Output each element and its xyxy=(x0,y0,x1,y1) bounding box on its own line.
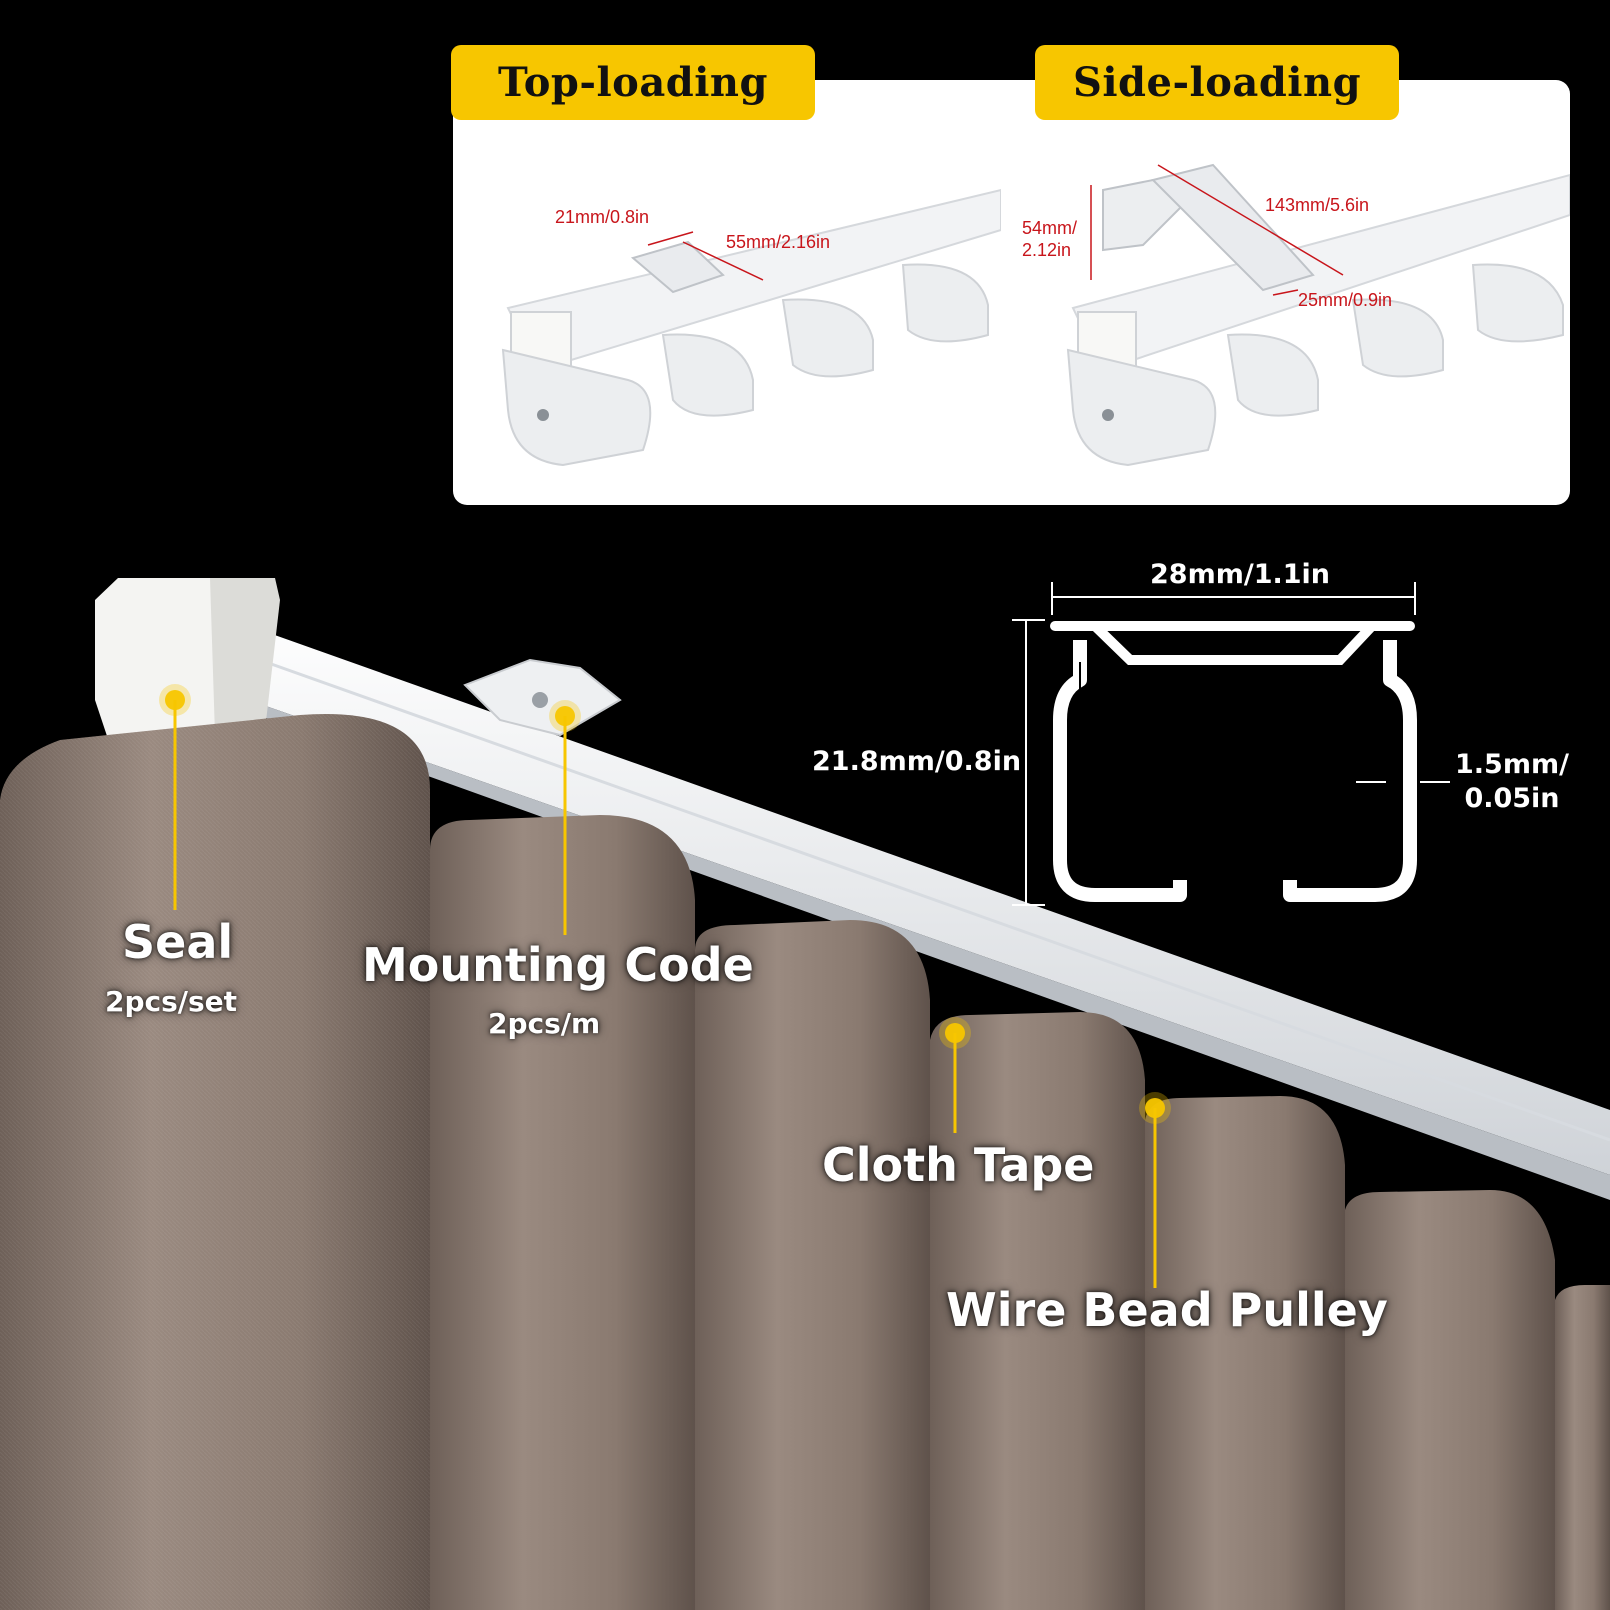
profile-height-dim: 21.8mm/0.8in xyxy=(812,746,1022,777)
mounting-code-title: Mounting Code xyxy=(362,938,754,992)
rail-cross-section xyxy=(1050,621,1417,902)
profile-thickness-dim: 1.5mm/ 0.05in xyxy=(1455,748,1569,816)
side-length-dim: 143mm/5.6in xyxy=(1265,195,1370,215)
mounting-code-sub: 2pcs/m xyxy=(488,1007,601,1040)
loading-illustrations xyxy=(501,80,1570,505)
top-bracket-length-dim: 55mm/2.16in xyxy=(726,232,831,252)
seal-title: Seal xyxy=(122,915,234,969)
side-height-dim: 54mm/ 2.12in xyxy=(1022,218,1077,261)
top-bracket-width-dim: 21mm/0.8in xyxy=(555,207,650,227)
callout-leaders xyxy=(159,684,1171,1288)
profile-width-dim: 28mm/1.1in xyxy=(1150,559,1331,590)
profile-dimension-lines xyxy=(1012,582,1450,906)
top-loading-label: Top-loading xyxy=(498,59,768,106)
side-height-line2: 2.12in xyxy=(1022,239,1072,260)
profile-thickness-line1: 1.5mm/ xyxy=(1455,749,1569,780)
seal-sub: 2pcs/set xyxy=(105,985,238,1018)
side-loading-label: Side-loading xyxy=(1072,59,1362,106)
top-loading-rail xyxy=(501,188,1002,467)
mounting-code-bracket xyxy=(463,658,622,737)
side-height-line1: 54mm/ xyxy=(1022,218,1078,238)
tab-top-loading: Top-loading xyxy=(451,45,815,120)
side-width-dim: 25mm/0.9in xyxy=(1298,290,1393,310)
loading-types-panel xyxy=(453,80,1570,505)
seal-end-cap xyxy=(95,578,280,745)
side-loading-rail xyxy=(1066,163,1570,467)
cloth-tape-title: Cloth Tape xyxy=(822,1138,1095,1192)
profile-thickness-line2: 0.05in xyxy=(1464,782,1560,814)
tab-side-loading: Side-loading xyxy=(1035,45,1399,120)
wire-bead-pulley-title: Wire Bead Pulley xyxy=(946,1283,1388,1337)
curtain-fabric xyxy=(0,713,1610,1610)
